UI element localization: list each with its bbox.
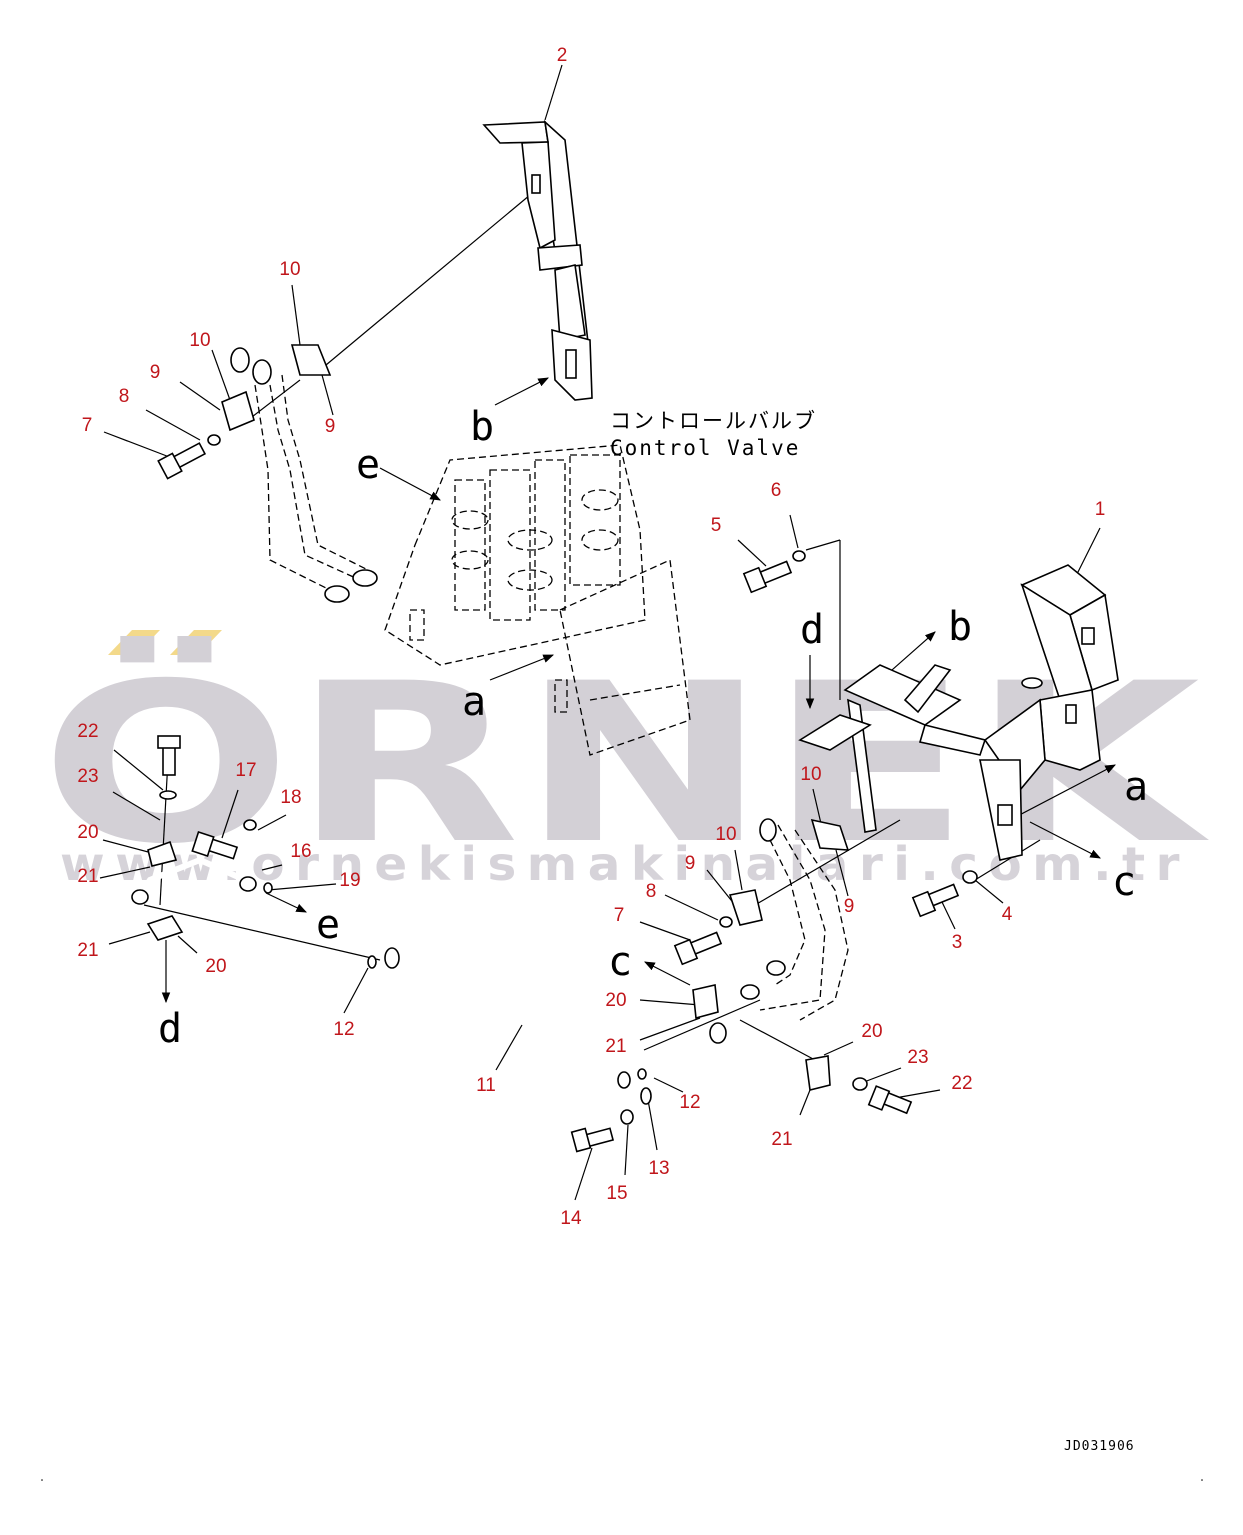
letter-e-upper: e [356,442,380,488]
tubes-upper-left [230,347,378,603]
control-valve-label-jp: コントロールバルブ [610,409,817,433]
callout-12: 12 [679,1092,700,1113]
callout-7: 7 [614,905,625,926]
letter-a-upper: a [462,679,486,725]
tubes-lower-right [709,818,849,1044]
arrow-c-right [1029,821,1101,859]
callout-14: 14 [560,1208,582,1229]
tube-assembly-left [131,840,257,941]
callout-8: 8 [119,386,130,407]
callout-12: 12 [333,1019,354,1040]
bracket-part-1 [798,564,1119,861]
callout-10: 10 [800,764,821,785]
callout-21: 21 [77,866,98,887]
callout-9: 9 [150,362,161,383]
callout-15: 15 [606,1183,627,1204]
callout-8: 8 [646,881,657,902]
letter-e-lower: e [316,902,340,948]
callout-22: 22 [77,721,98,742]
callout-4: 4 [1002,904,1013,925]
letter-b-upper: b [470,404,494,450]
arrow-a-right [1009,764,1116,821]
callout-5: 5 [711,515,722,536]
callout-20: 20 [605,990,626,1011]
callout-21: 21 [605,1036,626,1057]
letter-c-lower: c [608,939,632,985]
callout-19: 19 [339,870,360,891]
hardware [157,344,978,1153]
arrow-b-upper [494,377,549,406]
callout-10: 10 [189,330,210,351]
callout-10: 10 [279,259,300,280]
callout-13: 13 [648,1158,669,1179]
callout-23: 23 [77,766,98,787]
callout-23: 23 [907,1047,928,1068]
bracket-part-2 [482,119,593,401]
callout-9: 9 [325,416,336,437]
control-valve-label: コントロールバルブ Control Valve [610,409,817,460]
callout-21: 21 [77,940,98,961]
letter-d-right: d [800,607,824,653]
callout-20: 20 [205,956,226,977]
callouts: 2 10 10 9 9 8 7 1 6 5 10 10 9 9 8 7 3 4 … [77,45,1105,1229]
callout-3: 3 [952,932,963,953]
arrow-e-lower [265,892,307,913]
callout-22: 22 [951,1073,972,1094]
callout-9: 9 [685,853,696,874]
letter-d-lower: d [158,1006,182,1052]
callout-20: 20 [77,822,98,843]
callout-17: 17 [235,760,256,781]
callout-10: 10 [715,824,736,845]
arrow-e-upper [379,467,441,501]
callout-7: 7 [82,415,93,436]
callout-21: 21 [771,1129,792,1150]
leader-lines [99,64,1101,1201]
letter-b-right: b [948,604,972,650]
control-valve-label-en: Control Valve [610,436,800,460]
callout-18: 18 [280,787,301,808]
callout-20: 20 [861,1021,882,1042]
control-valve [384,444,691,756]
arrow-letters: b b e e a a d d c c [158,404,1148,1052]
drawing-code: JD031906 [1064,1439,1135,1454]
arrow-c-lower [644,961,691,986]
callout-16: 16 [290,841,311,862]
callout-2: 2 [557,45,568,66]
letter-c-right: c [1112,859,1136,905]
letter-a-right: a [1124,764,1148,810]
callout-11: 11 [476,1075,496,1096]
callout-1: 1 [1095,499,1106,520]
callout-9: 9 [844,896,855,917]
hose-part-11 [367,947,647,1090]
callout-6: 6 [771,480,782,501]
arrow-a-upper [489,654,555,681]
